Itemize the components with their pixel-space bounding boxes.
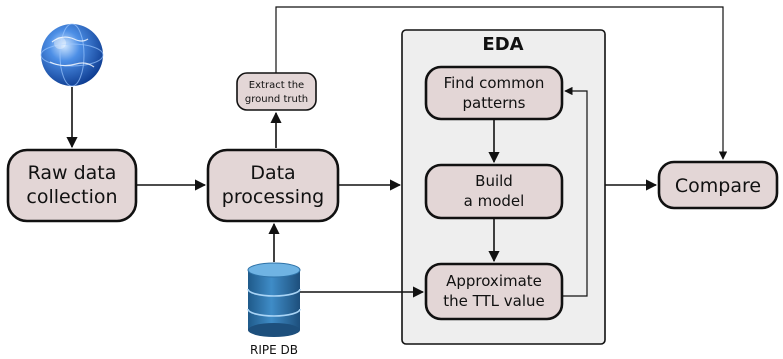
build-model-label-2: a model [464,192,525,210]
find-common-patterns-node: Find common patterns [424,65,564,121]
globe-icon [40,23,104,87]
edges [66,6,728,298]
find-common-patterns-label-2: patterns [463,94,526,112]
database-icon [247,262,301,337]
eda-title: EDA [482,34,523,55]
compare-node: Compare [657,160,779,210]
approximate-ttl-label-2: the TTL value [443,292,545,310]
compare-label: Compare [675,175,761,197]
build-model-label-1: Build [475,172,513,190]
extract-ground-truth-label-1: Extract the [249,80,304,91]
find-common-patterns-label-1: Find common [444,74,545,92]
build-model-node: Build a model [424,163,564,220]
extract-ground-truth-node: Extract the ground truth [236,72,317,111]
edge-approximate-to-patterns [562,86,588,297]
edge-extract-to-compare [275,6,728,160]
raw-data-collection-node: Raw data collection [6,148,138,223]
extract-ground-truth-label-2: ground truth [245,94,308,105]
approximate-ttl-label-1: Approximate [446,272,542,290]
data-processing-node: Data processing [206,148,340,223]
raw-data-collection-label-2: collection [26,186,117,208]
approximate-ttl-node: Approximate the TTL value [424,262,564,321]
data-processing-label-1: Data [250,162,295,184]
data-processing-label-2: processing [222,186,324,208]
ripe-db-label: RIPE DB [250,343,298,357]
raw-data-collection-label-1: Raw data [28,162,117,184]
